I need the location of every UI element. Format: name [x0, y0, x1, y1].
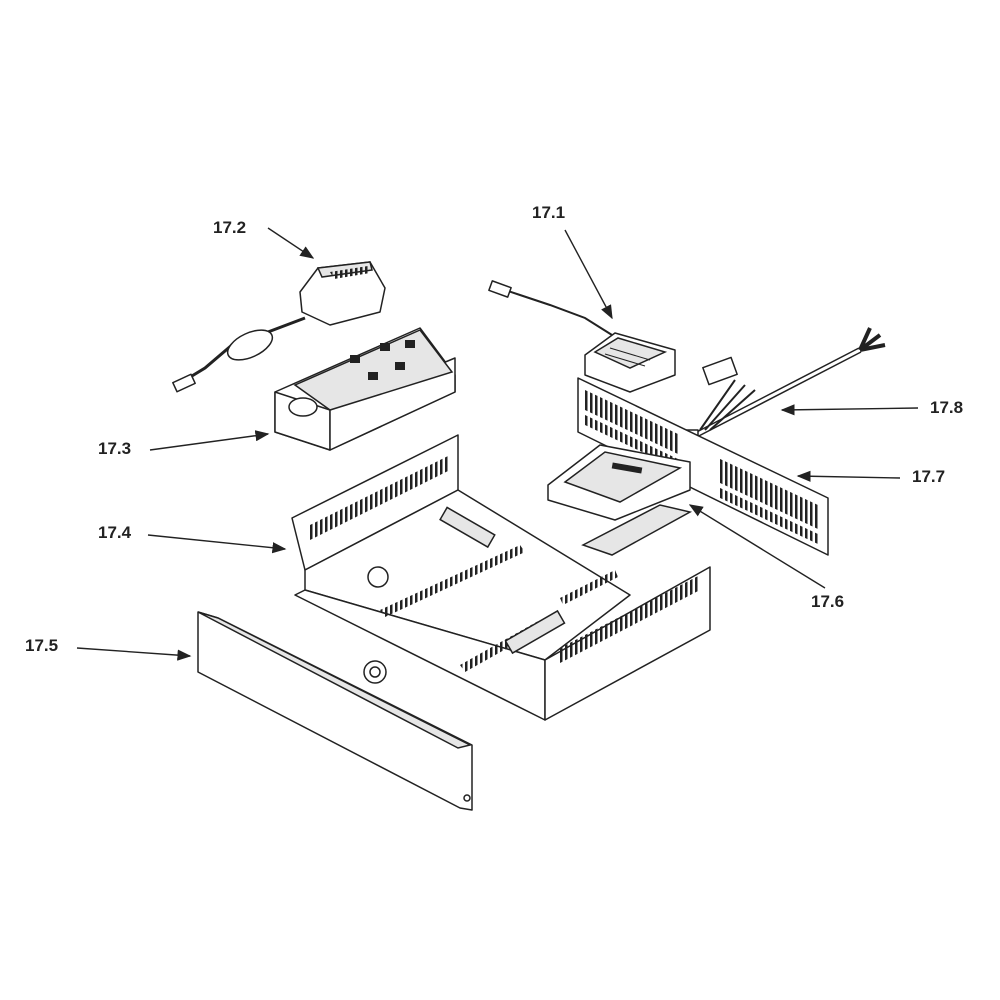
- label-17-8: 17.8: [930, 398, 964, 417]
- label-17-5: 17.5: [25, 636, 59, 655]
- leader-arrow-17-1: [564, 229, 613, 320]
- module-17-3: [274, 327, 456, 451]
- leader-arrow-17-7: [796, 470, 901, 482]
- leader-arrow-17-6: [688, 504, 826, 589]
- leader-arrow-17-4: [147, 534, 287, 554]
- battery-holder-17-1: [488, 280, 676, 393]
- rear-panel-17-7: [577, 377, 829, 556]
- label-17-1: 17.1: [532, 203, 566, 222]
- label-17-3: 17.3: [98, 439, 132, 458]
- label-17-7: 17.7: [912, 467, 946, 486]
- power-adapter-17-2: [172, 261, 386, 393]
- leader-arrow-17-8: [780, 404, 919, 416]
- label-17-2: 17.2: [213, 218, 247, 237]
- label-17-4: 17.4: [98, 523, 132, 542]
- chassis-tray-17-4: [291, 434, 711, 721]
- wire-harness-17-8: [679, 327, 886, 441]
- control-board-17-6: [547, 444, 693, 556]
- leader-arrow-17-3: [149, 430, 270, 451]
- leader-arrow-17-2: [267, 227, 315, 259]
- front-panel-17-5: [197, 611, 473, 811]
- leader-arrow-17-5: [76, 647, 192, 661]
- label-17-6: 17.6: [811, 592, 845, 611]
